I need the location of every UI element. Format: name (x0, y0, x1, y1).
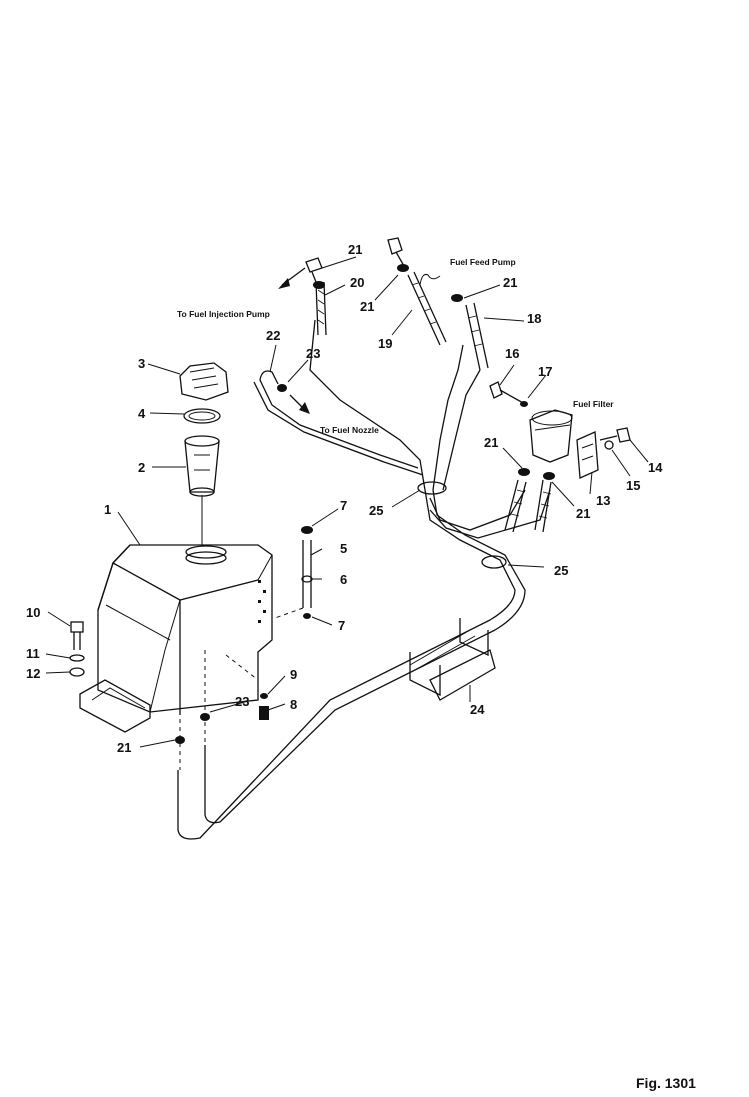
figure-label: Fig. 1301 (636, 1075, 696, 1091)
fuel-tank (79, 544, 273, 770)
callout-4: 4 (138, 406, 146, 421)
callout-21-top-middle: 21 (360, 299, 374, 314)
callout-21-top-left: 21 (348, 242, 362, 257)
pipe-clamps (417, 481, 507, 569)
filter-bracket (576, 431, 599, 479)
callout-3: 3 (138, 356, 145, 371)
notes: To Fuel Injection Pump Fuel Feed Pump To… (177, 257, 614, 435)
mounting-bolt (69, 621, 85, 677)
callout-20: 20 (350, 275, 364, 290)
top-fittings (305, 237, 441, 286)
filler-cap (179, 362, 229, 401)
callout-25-upper: 25 (369, 503, 383, 518)
callout-15: 15 (626, 478, 640, 493)
callout-8: 8 (290, 697, 297, 712)
callout-21-filter-right: 21 (576, 506, 590, 521)
filler-strainer (184, 435, 220, 545)
callout-23-top: 23 (306, 346, 320, 361)
gasket (183, 408, 221, 424)
callout-2: 2 (138, 460, 145, 475)
fuel-filter (529, 409, 573, 463)
hoses (315, 271, 552, 533)
flow-arrows (278, 267, 310, 414)
note-fuel-nozzle: To Fuel Nozzle (320, 425, 379, 435)
callout-14: 14 (648, 460, 663, 475)
callout-23-tank: 23 (235, 694, 249, 709)
callout-22: 22 (266, 328, 280, 343)
callout-7-bottom: 7 (338, 618, 345, 633)
callout-11: 11 (26, 646, 40, 661)
leader-lines (45, 256, 649, 748)
hose-clamps (175, 264, 555, 744)
callout-21-filter-left: 21 (484, 435, 498, 450)
drain-plug (259, 693, 269, 720)
callout-6: 6 (340, 572, 347, 587)
note-fuel-injection-pump: To Fuel Injection Pump (177, 309, 270, 319)
callout-5: 5 (340, 541, 347, 556)
filter-bolts (489, 381, 631, 450)
callout-13: 13 (596, 493, 610, 508)
callout-24: 24 (470, 702, 485, 717)
callout-7-top: 7 (340, 498, 347, 513)
note-fuel-filter: Fuel Filter (573, 399, 614, 409)
callout-21-top-right: 21 (503, 275, 517, 290)
callout-25-lower: 25 (554, 563, 568, 578)
callout-18: 18 (527, 311, 541, 326)
pipe-support (409, 618, 496, 701)
callout-9: 9 (290, 667, 297, 682)
callouts: 1 2 3 4 5 6 7 7 8 9 10 11 12 13 14 15 16… (26, 242, 663, 755)
note-fuel-feed-pump: Fuel Feed Pump (450, 257, 516, 267)
breather-hose (274, 526, 313, 619)
callout-19: 19 (378, 336, 392, 351)
callout-1: 1 (104, 502, 111, 517)
callout-12: 12 (26, 666, 40, 681)
fuel-lines (177, 319, 551, 840)
callout-17: 17 (538, 364, 552, 379)
callout-16: 16 (505, 346, 519, 361)
callout-21-tank: 21 (117, 740, 131, 755)
callout-10: 10 (26, 605, 40, 620)
